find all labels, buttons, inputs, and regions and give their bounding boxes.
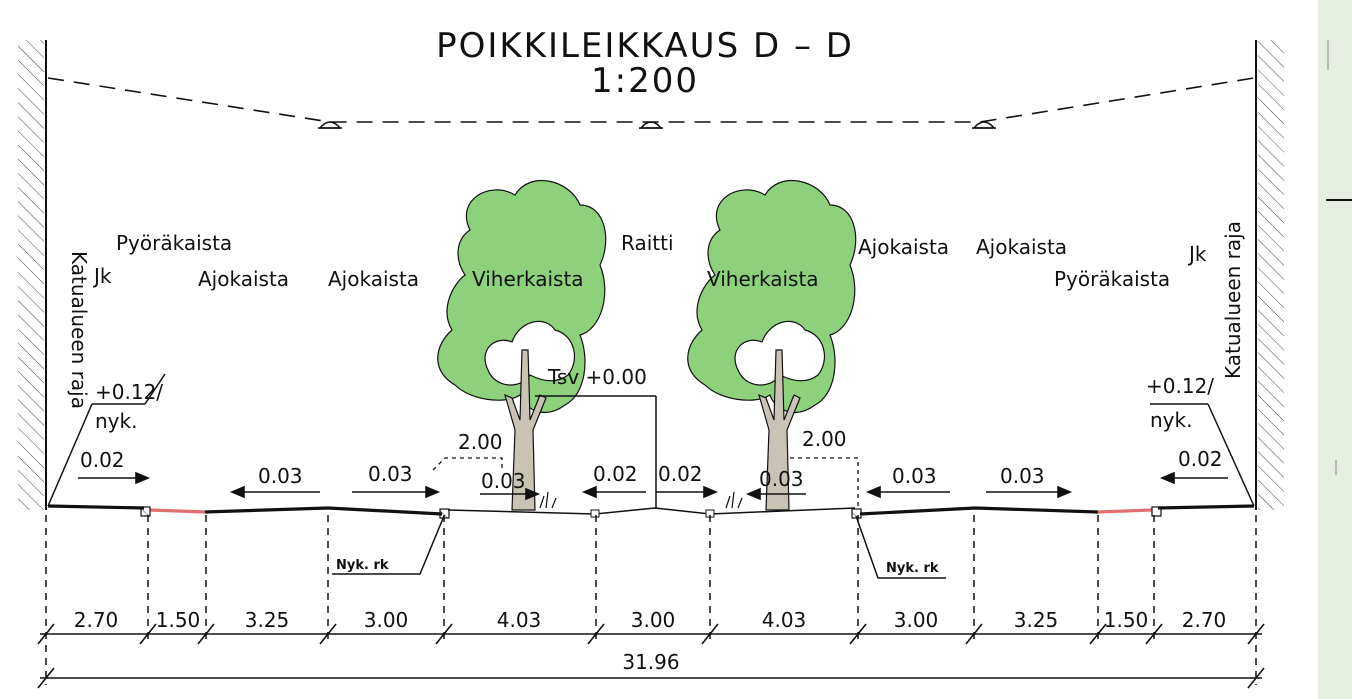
slope-label: 0.03 bbox=[892, 464, 937, 488]
slope-label: 0.02 bbox=[80, 448, 125, 472]
slope-arrow-head bbox=[135, 471, 151, 485]
lane-label: Viherkaista bbox=[472, 267, 584, 291]
slope-label: 0.03 bbox=[481, 469, 526, 493]
lane-label: Jk bbox=[1187, 242, 1207, 266]
nyk-label-right: nyk. bbox=[1150, 408, 1192, 432]
nyk-rk-leader-left bbox=[332, 515, 445, 575]
slope-label: 0.03 bbox=[1000, 464, 1045, 488]
curb-icon bbox=[1151, 506, 1162, 517]
nyk-rk-label-left: Nyk. rk bbox=[336, 558, 389, 573]
width-label: 3.00 bbox=[894, 608, 939, 632]
width-label: 2.70 bbox=[74, 608, 119, 632]
lamp-icon bbox=[639, 121, 663, 129]
lane-label: Ajokaista bbox=[858, 235, 949, 259]
surface-road-right bbox=[859, 506, 1099, 516]
left-wall-hatch bbox=[18, 40, 44, 510]
offset-leader-left bbox=[432, 457, 503, 471]
width-label: 3.25 bbox=[1014, 608, 1059, 632]
lane-label: Viherkaista bbox=[707, 267, 819, 291]
dimension-ticks bbox=[37, 623, 1265, 689]
width-label: 3.25 bbox=[245, 608, 290, 632]
lane-label: Raitti bbox=[621, 231, 674, 255]
tree-icon bbox=[687, 179, 857, 511]
curb-icon bbox=[140, 506, 151, 517]
width-label: 4.03 bbox=[497, 608, 542, 632]
nyk-rk-leader-right bbox=[855, 515, 946, 579]
slope-label: 0.03 bbox=[368, 462, 413, 486]
elevation-label-right: +0.12/ bbox=[1146, 374, 1214, 398]
width-label: 3.00 bbox=[631, 608, 676, 632]
curb-icon bbox=[590, 509, 600, 518]
slope-arrow-head bbox=[865, 485, 881, 499]
slope-label: 0.02 bbox=[658, 462, 703, 486]
slope-arrow-head bbox=[425, 485, 441, 499]
slope-arrow-head bbox=[229, 485, 245, 499]
offset-leader-right bbox=[790, 457, 859, 510]
tsv-label: Tsv +0.00 bbox=[547, 365, 647, 389]
elevation-label-left: +0.12/ bbox=[95, 380, 163, 404]
elev-leader-left-tick bbox=[144, 373, 166, 405]
lane-label: Ajokaista bbox=[328, 267, 419, 291]
section-divider-lines bbox=[45, 515, 1257, 685]
width-label: 1.50 bbox=[156, 608, 201, 632]
side-panel bbox=[1318, 0, 1352, 699]
surface-road-left bbox=[204, 506, 443, 516]
lane-label: Pyöräkaista bbox=[1054, 267, 1170, 291]
slope-arrow-head bbox=[525, 487, 541, 501]
width-label: 4.03 bbox=[762, 608, 807, 632]
nyk-rk-label-right: Nyk. rk bbox=[886, 561, 939, 576]
lamp-icon bbox=[318, 121, 342, 129]
lamp-icon bbox=[972, 121, 996, 129]
boundary-label-right: Katualueen raja bbox=[1221, 221, 1245, 379]
slope-arrow-head bbox=[581, 485, 597, 499]
slope-edge-right bbox=[1207, 403, 1255, 507]
drawing-scale: 1:200 bbox=[591, 61, 699, 101]
surface-walkway-left bbox=[47, 504, 145, 510]
boundary-label-left: Katualueen raja bbox=[67, 251, 91, 409]
drawing-title: POIKKILEIKKAUS D – D bbox=[436, 26, 854, 66]
bike-lane-right bbox=[1097, 508, 1153, 514]
nyk-label-left: nyk. bbox=[95, 409, 137, 433]
lane-label: Ajokaista bbox=[198, 267, 289, 291]
offset-label-left: 2.00 bbox=[458, 430, 503, 454]
slope-arrow-head bbox=[745, 487, 761, 501]
slope-label: 0.03 bbox=[258, 464, 303, 488]
tree-icon bbox=[437, 179, 607, 511]
grass-icon bbox=[725, 491, 743, 509]
slope-label: 0.02 bbox=[593, 462, 638, 486]
slope-arrow-head bbox=[1057, 485, 1073, 499]
width-label: 1.50 bbox=[1104, 608, 1149, 632]
lane-label: Jk bbox=[92, 264, 112, 288]
slope-label: 0.02 bbox=[1178, 447, 1223, 471]
right-wall-hatch bbox=[1258, 40, 1284, 510]
offset-label-right: 2.00 bbox=[802, 427, 847, 451]
surface-walkway-right bbox=[1157, 504, 1255, 510]
grass-icon bbox=[539, 491, 557, 509]
surface-center bbox=[447, 507, 856, 515]
slope-arrow-head bbox=[1159, 471, 1175, 485]
width-label: 2.70 bbox=[1182, 608, 1227, 632]
width-label: 3.00 bbox=[364, 608, 409, 632]
slope-label: 0.03 bbox=[759, 467, 804, 491]
lane-label: Pyöräkaista bbox=[116, 231, 232, 255]
lighting-wire bbox=[47, 77, 1255, 123]
slope-arrow-head bbox=[703, 485, 719, 499]
lane-label: Ajokaista bbox=[976, 235, 1067, 259]
bike-lane-left bbox=[149, 508, 206, 514]
total-width-label: 31.96 bbox=[622, 650, 679, 674]
slope-edge-left bbox=[47, 403, 93, 507]
